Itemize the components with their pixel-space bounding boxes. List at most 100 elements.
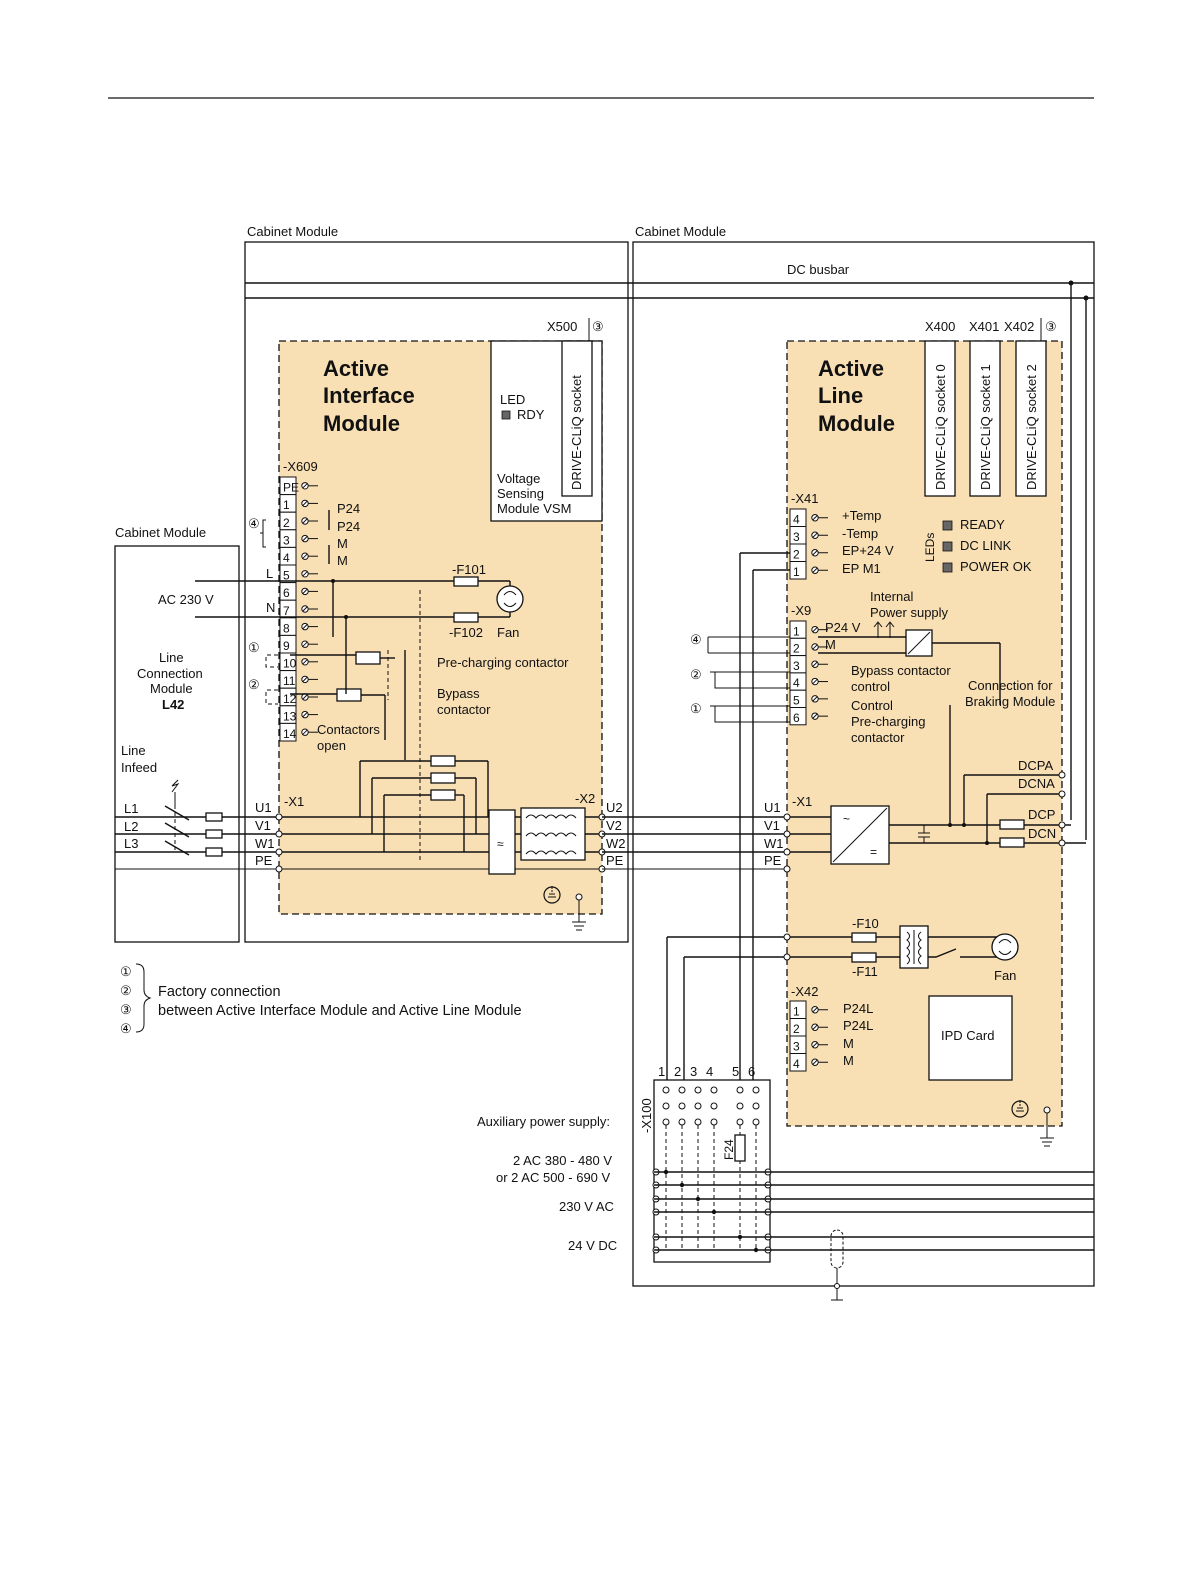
x609-pin-label: 13	[283, 709, 297, 723]
x9-pin-label: 6	[793, 711, 800, 725]
led-power-ok: POWER OK	[960, 559, 1032, 574]
x609-pin-label: 14	[283, 727, 297, 741]
powerok-led-icon	[942, 562, 953, 573]
ipd-card-label: IPD Card	[941, 1028, 994, 1043]
x100-pin-label: 3	[690, 1064, 697, 1079]
led-ready: READY	[960, 517, 1005, 532]
x609-pin-label: 11	[283, 674, 296, 688]
lcm-line-3: Module	[150, 681, 193, 696]
fuse-l2-icon	[205, 829, 223, 839]
active-line-module: Active Line Module X400 X401 X402 ③ DRIV…	[667, 318, 1086, 1147]
vsm-line-3: Module VSM	[497, 501, 571, 516]
x9-pin-label: 4	[793, 676, 800, 690]
alm-u1: U1	[764, 800, 781, 815]
x100-screw-icon	[710, 1102, 718, 1110]
legend-mark-3: ③	[120, 1002, 132, 1017]
aim-u1: U1	[255, 800, 272, 815]
alm-v1: V1	[764, 818, 780, 833]
x400-label: X400	[925, 319, 955, 334]
internal-ps-1: Internal	[870, 589, 913, 604]
x609-pin-label: 3	[283, 533, 290, 547]
alm-fan-icon	[991, 933, 1019, 961]
x100-screw-icon	[678, 1086, 686, 1094]
x100-screw-icon	[694, 1118, 702, 1126]
internal-ps-2: Power supply	[870, 605, 949, 620]
lcm-code: L42	[162, 697, 184, 712]
f24-fuse-icon	[734, 1134, 746, 1162]
x42-pin-label: 3	[793, 1040, 800, 1054]
aim-pe2: PE	[606, 853, 624, 868]
legend-mark-2: ②	[120, 983, 132, 998]
x609-pin-label: 12	[283, 692, 297, 706]
alm-mark-1: ①	[690, 701, 702, 716]
alm-title-1: Active	[818, 356, 884, 381]
aim-drive-cliq-socket: DRIVE-CLiQ socket	[569, 375, 584, 490]
x42-pin-label: 1	[793, 1005, 800, 1019]
x9-p24v: P24 V	[825, 620, 861, 635]
ipd-card	[928, 995, 1013, 1081]
leds-label: LEDs	[923, 533, 937, 562]
dcn-label: DCN	[1028, 826, 1056, 841]
dcp-label: DCP	[1028, 807, 1055, 822]
aux-supply-wires	[666, 553, 754, 1080]
x100-pin-label: 5	[732, 1064, 739, 1079]
contactors-label-1: Contactors	[317, 722, 380, 737]
x41-pin-label: 3	[793, 530, 800, 544]
legend-line-2: between Active Interface Module and Acti…	[158, 1003, 522, 1019]
lcm-line-2: Connection	[137, 666, 203, 681]
aim-w1: W1	[255, 836, 275, 851]
ready-led-icon	[942, 520, 953, 531]
alm-socket-2: DRIVE-CLiQ socket 2	[1024, 364, 1039, 490]
fuse-l1-icon	[205, 812, 223, 822]
alm-title-3: Module	[818, 411, 895, 436]
aim-title-3: Module	[323, 411, 400, 436]
braking-1: Connection for	[968, 678, 1053, 693]
x500-mark: ③	[592, 319, 604, 334]
legend-line-1: Factory connection	[158, 984, 281, 1000]
legend-mark-4: ④	[120, 1021, 132, 1036]
x41-label-ep24: EP+24 V	[842, 543, 894, 558]
x41-label-temp-plus: +Temp	[842, 508, 881, 523]
legend: ① ② ③ ④ Factory connection between Activ…	[120, 963, 522, 1036]
x41-pin-label: 2	[793, 548, 800, 562]
phase-l1: L1	[124, 801, 138, 816]
m-b-label: M	[337, 553, 348, 568]
aim-x2-label: -X2	[575, 791, 595, 806]
bypass-ctrl-1: Bypass contactor	[851, 663, 951, 678]
bypass-label-2: contactor	[437, 702, 491, 717]
x42-label: -X42	[791, 984, 818, 999]
legend-brace-icon	[135, 963, 152, 1033]
left-cabinet-label: Cabinet Module	[247, 224, 338, 239]
precharge-label: Pre-charging contactor	[437, 655, 569, 670]
dcna-label: DCNA	[1018, 776, 1055, 791]
x9-pin-label: 1	[793, 624, 800, 638]
x9-m: M	[825, 637, 836, 652]
x100-screw-icon	[752, 1102, 760, 1110]
aim-title-2: Interface	[323, 383, 415, 408]
aim-title-1: Active	[323, 356, 389, 381]
x42-pin-box	[789, 1053, 807, 1072]
x100-screw-icon	[752, 1118, 760, 1126]
x100-screw-icon	[710, 1086, 718, 1094]
aim-mark-1: ①	[248, 640, 260, 655]
f24-label: F24	[722, 1139, 736, 1160]
aim-x1-label: -X1	[284, 794, 304, 809]
x100-label: -X100	[639, 1098, 654, 1133]
aim-fan-icon	[496, 585, 524, 613]
rdy-led-icon	[501, 410, 511, 420]
svg-text:~: ~	[843, 812, 850, 826]
m-a-label: M	[337, 536, 348, 551]
f101-label: -F101	[452, 562, 486, 577]
aim-w2: W2	[606, 836, 626, 851]
precharge-ctrl-3: contactor	[851, 730, 905, 745]
x402-label: X402	[1004, 319, 1034, 334]
x9-pin-label: 3	[793, 659, 800, 673]
bypass-ctrl-2: control	[851, 679, 890, 694]
x41-pin-label: 4	[793, 513, 800, 527]
x609-pin-label: 8	[283, 621, 290, 635]
rdy-label: RDY	[517, 407, 545, 422]
p24-b-label: P24	[337, 519, 360, 534]
